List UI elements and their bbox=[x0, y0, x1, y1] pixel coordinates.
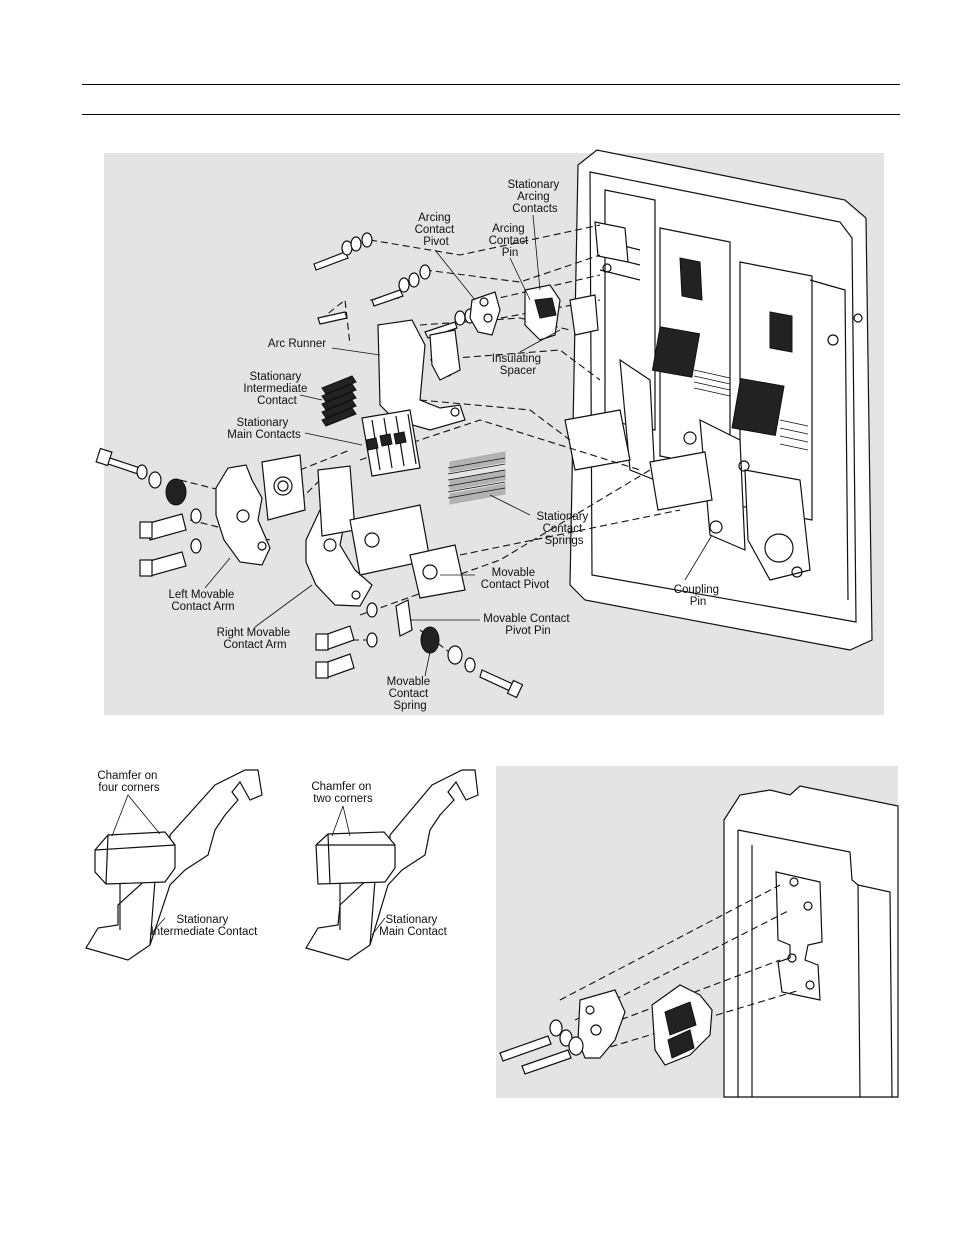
stationary-contact-springs-part bbox=[447, 451, 506, 505]
label-movable-contact-spring: Movable Contact Spring bbox=[387, 676, 434, 712]
detail-intermediate-contact: Chamfer on four corners Stationary Inter… bbox=[85, 769, 263, 961]
left-pivot-bracket-part bbox=[261, 454, 306, 521]
left-movable-contact-arm-part bbox=[215, 464, 271, 566]
label-detail-intermediate-contact: Stationary Intermediate Contact bbox=[151, 914, 259, 938]
label-chamfer-two-corners: Chamfer on two corners bbox=[311, 781, 374, 805]
stationary-arcing-contacts-part bbox=[524, 284, 599, 341]
main-exploded-figure: Stationary Arcing Contacts Arcing Contac… bbox=[95, 149, 884, 715]
label-insulating-spacer: Insulating Spacer bbox=[492, 353, 544, 377]
label-stationary-contact-springs: Stationary Contact Springs bbox=[537, 511, 592, 547]
label-stationary-arcing-contacts: Stationary Arcing Contacts bbox=[508, 179, 563, 215]
left-bolt-assembly bbox=[95, 447, 202, 577]
label-stationary-intermediate-contact: Stationary Intermediate Contact bbox=[243, 371, 310, 407]
leader-lines bbox=[204, 214, 713, 677]
header-rule-top bbox=[82, 84, 900, 85]
label-stationary-main-contacts: Stationary Main Contacts bbox=[227, 417, 301, 441]
label-arcing-contact-pin: Arcing Contact Pin bbox=[489, 223, 532, 259]
right-movable-contact-arm-part bbox=[305, 465, 373, 607]
label-movable-contact-pivot-pin: Movable Contact Pivot Pin bbox=[483, 613, 573, 637]
label-arcing-contact-pivot: Arcing Contact Pivot bbox=[415, 212, 458, 248]
breaker-housing bbox=[564, 149, 873, 651]
label-arc-runner: Arc Runner bbox=[268, 338, 326, 350]
label-detail-main-contact: Stationary Main Contact bbox=[379, 914, 448, 938]
top-screws-washers bbox=[313, 232, 476, 339]
label-right-movable-contact-arm: Right Movable Contact Arm bbox=[217, 627, 294, 651]
stationary-main-contacts-part bbox=[361, 409, 421, 477]
arcing-contact-pivot-part bbox=[469, 291, 501, 336]
bottom-fasteners bbox=[315, 599, 524, 699]
label-chamfer-four-corners: Chamfer on four corners bbox=[97, 770, 160, 794]
movable-contact-pivot-part bbox=[349, 504, 466, 599]
label-left-movable-contact-arm: Left Movable Contact Arm bbox=[168, 589, 237, 613]
stationary-intermediate-contact-part bbox=[321, 375, 357, 427]
detail-arcing-contact-assembly bbox=[496, 766, 899, 1098]
label-coupling-pin: Coupling Pin bbox=[674, 584, 723, 608]
label-movable-contact-pivot: Movable Contact Pivot bbox=[481, 567, 550, 591]
detail-main-contact: Chamfer on two corners Stationary Main C… bbox=[305, 769, 479, 961]
header-rule-bottom bbox=[82, 114, 900, 115]
